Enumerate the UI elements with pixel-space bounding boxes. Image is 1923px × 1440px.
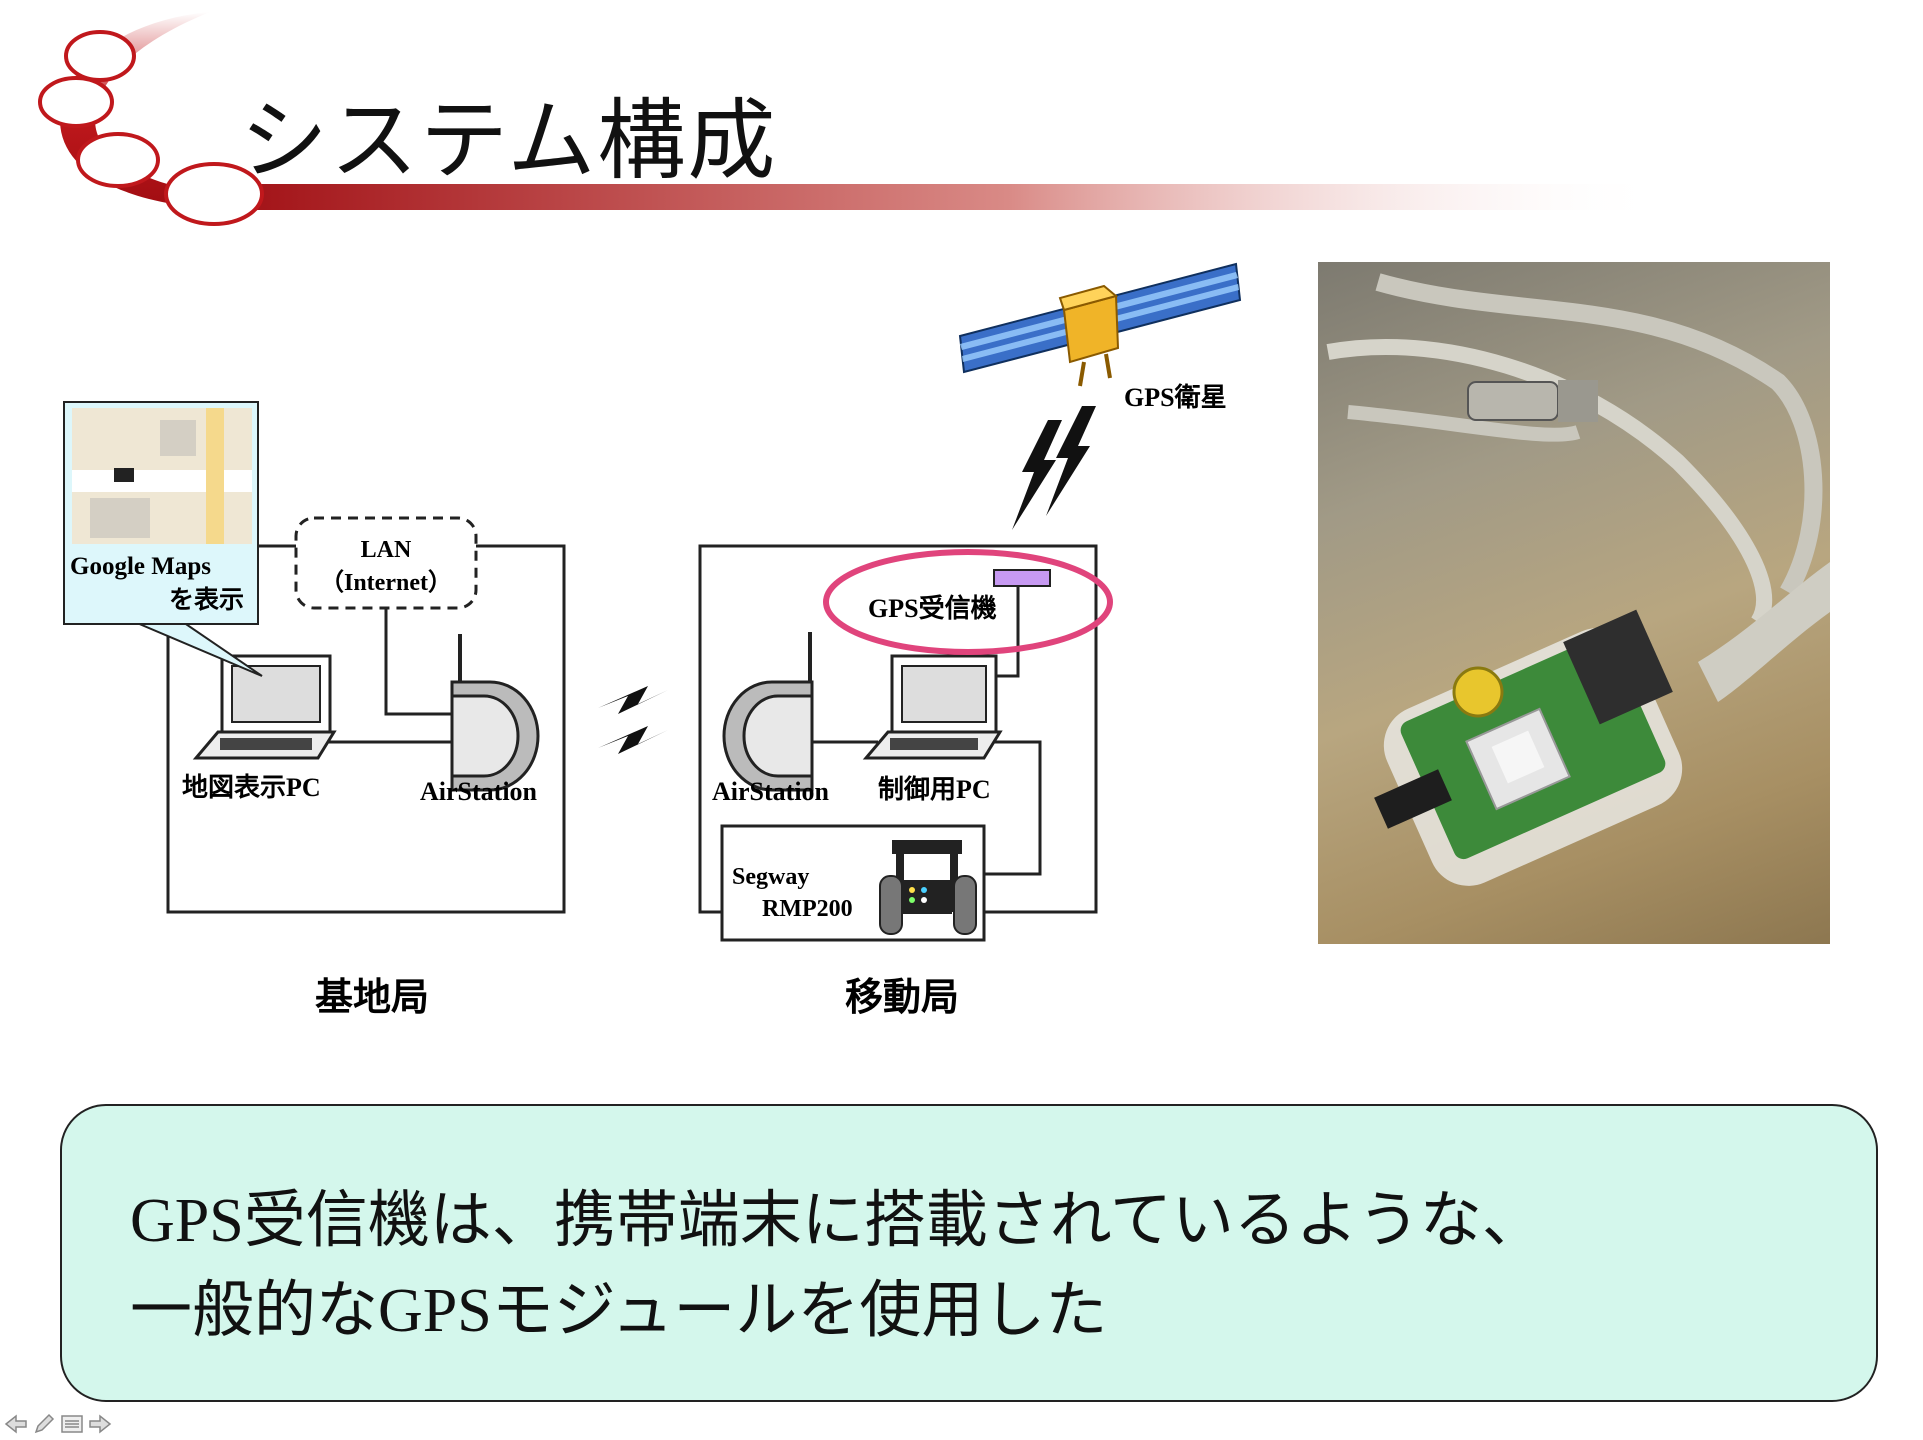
lan-label: LAN [361,537,412,563]
system-diagram: LAN （Internet） 地図表示PC AirStation Google … [63,262,1242,1019]
base-airstation-label: AirStation [420,777,538,806]
gps-receiver-highlight [823,549,1113,655]
gps-satellite-label: GPS衛星 [1124,383,1227,412]
summary-line-1: GPS受信機は、携帯端末に搭載されているような、 [130,1187,1544,1255]
menu-icon[interactable] [60,1413,84,1435]
mobile-airstation-icon [722,632,814,792]
summary-callout: GPS受信機は、携帯端末に搭載されているような、 一般的なGPSモジュールを使用… [60,1104,1878,1402]
mobile-station-label: 移動局 [845,975,959,1019]
header-decoration [38,12,1665,226]
lan-internet-label: （Internet） [320,569,452,596]
gps-module-photo [1318,262,1830,944]
google-maps-callout [63,401,263,677]
base-station-label: 基地局 [315,975,429,1019]
map-display-laptop [192,654,337,760]
show-map-label: を表示 [169,585,244,614]
segway-robot-icon [879,840,977,935]
pen-icon[interactable] [32,1413,56,1435]
satellite-downlink-icon [1012,406,1096,530]
base-airstation-icon [450,634,540,792]
wireless-link-icon [598,686,668,754]
gps-receiver-label: GPS受信機 [868,593,997,623]
rmp200-label: RMP200 [762,896,853,922]
gps-receiver-module [993,569,1051,587]
slide-navigation [4,1412,112,1436]
next-slide-arrow-icon[interactable] [88,1413,112,1435]
slide-title: システム構成 [240,89,778,192]
title-underline-bar [205,184,1665,210]
summary-line-2: 一般的なGPSモジュールを使用した [130,1277,1108,1345]
control-pc-label: 制御用PC [878,774,991,804]
segway-label: Segway [732,864,809,890]
control-laptop [862,654,1003,760]
map-display-pc-label: 地図表示PC [182,773,321,802]
google-maps-label: Google Maps [70,553,211,580]
previous-slide-arrow-icon[interactable] [4,1413,28,1435]
gps-satellite-icon [958,262,1242,387]
mobile-airstation-label: AirStation [712,777,830,806]
